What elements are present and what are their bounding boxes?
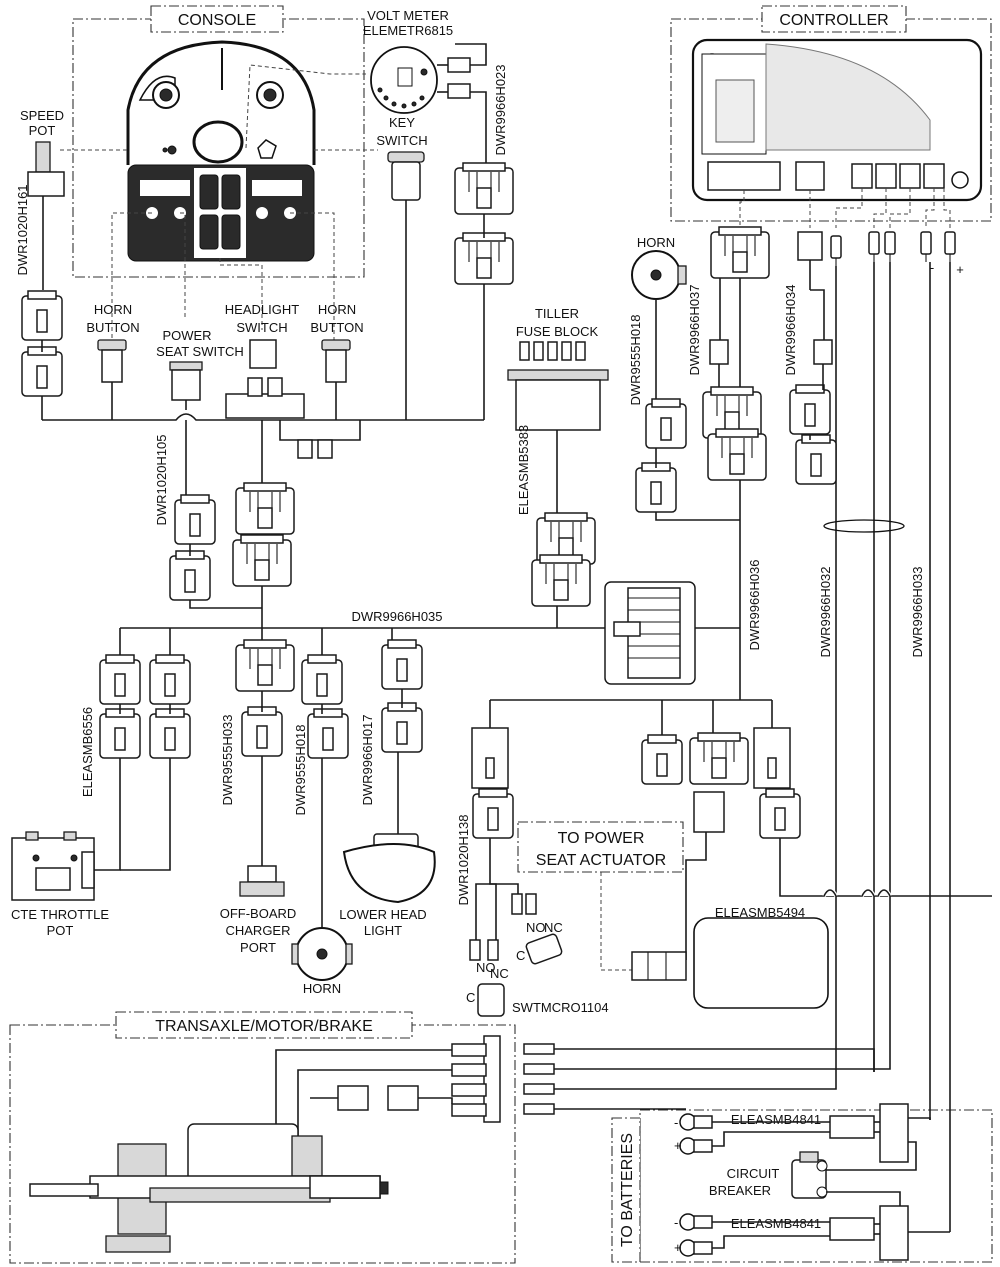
wire-dwr9966h023: DWR9966H023 <box>493 64 508 155</box>
key-switch-label-1: KEY <box>389 115 415 130</box>
key-switch: KEY SWITCH <box>376 115 428 420</box>
wire-eleasmb4841-top: ELEASMB4841 <box>731 1112 821 1127</box>
wire-dwr9966h037: DWR9966H037 <box>687 284 702 375</box>
horn-button-right-label-1: HORN <box>318 302 356 317</box>
main-connector <box>604 581 696 685</box>
eleasmb5494: ELEASMB5494 <box>631 905 829 1009</box>
wire-dwr9555h033: DWR9555H033 <box>220 714 235 805</box>
wire-dwr9966h017: DWR9966H017 <box>360 714 375 805</box>
motor-terminal-block <box>451 1035 555 1123</box>
controller-group: CONTROLLER <box>670 5 992 222</box>
power-seat-group: TO POWER SEAT ACTUATOR <box>517 821 684 971</box>
switch-nc-2: NC <box>490 966 509 981</box>
headlight-switch-label-2: SWITCH <box>236 320 287 335</box>
console-group: CONSOLE <box>72 5 365 278</box>
controller-unit <box>691 38 983 202</box>
lower-head-light: LOWER HEAD LIGHT <box>339 833 436 938</box>
volt-meter: VOLT METER ELEMETR6815 <box>363 8 487 165</box>
power-seat-switch-label-1: POWER <box>162 328 211 343</box>
charger-label-1: OFF-BOARD <box>220 906 297 921</box>
power-seat-label-2: SEAT ACTUATOR <box>536 852 666 869</box>
lower-head-light-label-2: LIGHT <box>364 923 402 938</box>
switch-c-2: C <box>466 990 475 1005</box>
to-batteries-label: TO BATTERIES <box>619 1133 636 1247</box>
lower-head-light-label-1: LOWER HEAD <box>339 907 426 922</box>
power-seat-switch: POWER SEAT SWITCH <box>156 328 244 410</box>
volt-meter-label-2: ELEMETR6815 <box>363 23 453 38</box>
charger-label-2: CHARGER <box>225 923 290 938</box>
wire-dwr1020h161: DWR1020H161 <box>15 184 30 275</box>
headlight-switch-label-1: HEADLIGHT <box>225 302 299 317</box>
key-switch-label-2: SWITCH <box>376 133 427 148</box>
microswitch-lower: NO NC C SWTMCRO1104 <box>466 960 609 1017</box>
microswitch-label: SWTMCRO1104 <box>512 1000 609 1015</box>
polarity-plus: + <box>956 262 964 277</box>
bat2-minus: - <box>674 1215 678 1230</box>
horn-top-label: HORN <box>637 235 675 250</box>
horn-button-right: HORN BUTTON <box>310 302 364 420</box>
wire-dwr9966h036: DWR9966H036 <box>747 559 762 650</box>
circuit-breaker-label-1: CIRCUIT <box>727 1166 780 1181</box>
transaxle-label: TRANSAXLE/MOTOR/BRAKE <box>155 1018 373 1035</box>
wire-dwr9966h035: DWR9966H035 <box>351 609 442 624</box>
circuit-breaker-label-2: BREAKER <box>709 1183 771 1198</box>
speed-pot: SPEED POT DWR1020H161 <box>15 108 65 290</box>
power-seat-label-1: TO POWER <box>558 830 645 847</box>
horn-button-left: HORN BUTTON <box>86 302 140 420</box>
wire-eleasmb6556: ELEASMB6556 <box>80 707 95 797</box>
transaxle-motor <box>29 1123 389 1253</box>
wire-dwr9555h018-bottom: DWR9555H018 <box>293 724 308 815</box>
switch-no-1: NO <box>526 920 546 935</box>
console-label: CONSOLE <box>178 12 256 29</box>
wire-dwr9555h018-top: DWR9555H018 <box>628 314 643 405</box>
bat1-plus: + <box>674 1138 682 1153</box>
eleasmb5494-label: ELEASMB5494 <box>715 905 805 920</box>
power-seat-switch-label-2: SEAT SWITCH <box>156 344 244 359</box>
wire-dwr9966h033: DWR9966H033 <box>910 566 925 657</box>
wire-dwr1020h105: DWR1020H105 <box>154 434 169 525</box>
battery-bottom: ELEASMB4841 - + <box>674 1205 950 1261</box>
circuit-breaker: CIRCUIT BREAKER <box>709 1151 901 1210</box>
tiller-fuse-block: TILLER FUSE BLOCK <box>507 306 609 518</box>
microswitch-upper: NO NC C <box>516 920 563 965</box>
speed-pot-label-1: SPEED <box>20 108 64 123</box>
cte-throttle-pot: CTE THROTTLE POT <box>11 831 109 938</box>
switch-nc-1: NC <box>544 920 563 935</box>
switch-c-1: C <box>516 948 525 963</box>
transaxle-group: TRANSAXLE/MOTOR/BRAKE <box>9 1011 516 1264</box>
speed-pot-label-2: POT <box>29 123 56 138</box>
cte-throttle-pot-label-2: POT <box>47 923 74 938</box>
console-panel <box>126 40 316 262</box>
wire-eleasmb5383: ELEASMB5383 <box>516 425 531 515</box>
switch-no-2: NO <box>476 960 496 975</box>
off-board-charger-port: OFF-BOARD CHARGER PORT <box>220 865 297 955</box>
horn-button-right-label-2: BUTTON <box>310 320 363 335</box>
controller-label: CONTROLLER <box>779 12 888 29</box>
battery-top: ELEASMB4841 - + <box>674 1103 931 1171</box>
to-batteries-group: TO BATTERIES <box>611 1109 993 1263</box>
volt-meter-label-1: VOLT METER <box>367 8 449 23</box>
wire-eleasmb4841-bottom: ELEASMB4841 <box>731 1216 821 1231</box>
bat1-minus: - <box>674 1115 678 1130</box>
cte-throttle-pot-label-1: CTE THROTTLE <box>11 907 109 922</box>
wire-dwr9966h032: DWR9966H032 <box>818 566 833 657</box>
polarity-minus: - <box>930 260 934 275</box>
tiller-fuse-block-label-1: TILLER <box>535 306 579 321</box>
wire-dwr1020h138: DWR1020H138 <box>456 814 471 905</box>
wire-dwr9966h034: DWR9966H034 <box>783 284 798 375</box>
horn-bottom: HORN <box>291 927 353 996</box>
charger-label-3: PORT <box>240 940 276 955</box>
headlight-switch: HEADLIGHT SWITCH <box>225 302 305 419</box>
bat2-plus: + <box>674 1240 682 1255</box>
horn-button-left-label-2: BUTTON <box>86 320 139 335</box>
horn-top: HORN <box>631 235 687 402</box>
horn-bottom-label: HORN <box>303 981 341 996</box>
tiller-fuse-block-label-2: FUSE BLOCK <box>516 324 599 339</box>
horn-button-left-label-1: HORN <box>94 302 132 317</box>
